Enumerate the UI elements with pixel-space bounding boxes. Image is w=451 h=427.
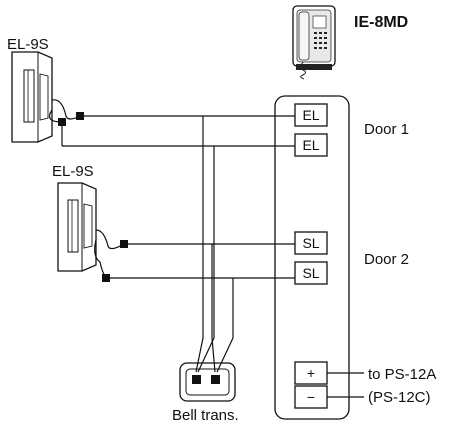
door-station-icon xyxy=(57,182,97,272)
terminal-sl-1: SL xyxy=(294,231,328,255)
terminal-plus-label: + xyxy=(307,365,315,381)
wiring-bell-transformer xyxy=(195,116,234,373)
model-title: IE-8MD xyxy=(354,14,408,31)
power-label-1: to PS-12A xyxy=(368,366,436,383)
terminal-el-2-label: EL xyxy=(302,137,319,153)
terminal-sl-2-label: SL xyxy=(302,265,319,281)
terminal-sl-2: SL xyxy=(294,261,328,285)
wiring-door-2 xyxy=(94,229,295,279)
door-station-label-middle: EL-9S xyxy=(52,163,94,180)
terminal-el-1: EL xyxy=(294,103,328,127)
bell-transformer-icon xyxy=(179,362,236,402)
door-station-icon xyxy=(11,51,53,143)
master-unit-frame xyxy=(274,95,350,420)
intercom-handset-icon xyxy=(292,5,336,80)
door-station-label-top: EL-9S xyxy=(7,36,49,53)
terminal-minus-label: − xyxy=(307,389,315,405)
power-label-2: (PS-12C) xyxy=(368,389,431,406)
terminal-minus: − xyxy=(294,385,328,409)
bell-transformer-label: Bell trans. xyxy=(172,407,239,424)
terminal-el-2: EL xyxy=(294,133,328,157)
terminal-el-1-label: EL xyxy=(302,107,319,123)
door-2-label: Door 2 xyxy=(364,251,409,268)
wiring-door-1 xyxy=(49,99,295,147)
terminal-sl-1-label: SL xyxy=(302,235,319,251)
door-1-label: Door 1 xyxy=(364,121,409,138)
connection-nodes xyxy=(58,112,220,384)
terminal-plus: + xyxy=(294,361,328,385)
